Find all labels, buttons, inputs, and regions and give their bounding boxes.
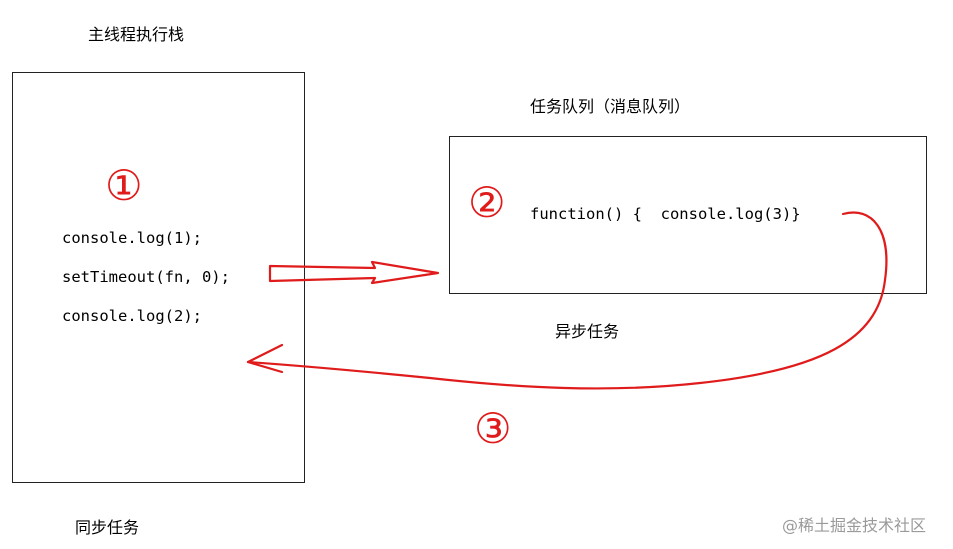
sync-task-label: 同步任务	[75, 518, 140, 537]
main-stack-box	[12, 72, 305, 483]
async-task-label: 异步任务	[555, 322, 620, 341]
push-arrow	[268, 260, 440, 285]
task-queue-title: 任务队列（消息队列）	[530, 97, 691, 116]
return-arrow	[246, 211, 888, 390]
stack-line-3: console.log(2);	[62, 307, 202, 325]
step-1-marker: ①	[105, 161, 143, 210]
stack-line-1: console.log(1);	[62, 229, 202, 247]
queue-callback-code: function() { console.log(3)}	[530, 205, 801, 223]
task-queue-box	[449, 136, 927, 294]
main-stack-title: 主线程执行栈	[88, 25, 185, 44]
stack-line-2: setTimeout(fn, 0);	[62, 268, 230, 286]
step-3-marker: ③	[474, 404, 512, 453]
watermark: @稀土掘金技术社区	[782, 516, 927, 535]
step-2-marker: ②	[468, 178, 506, 227]
